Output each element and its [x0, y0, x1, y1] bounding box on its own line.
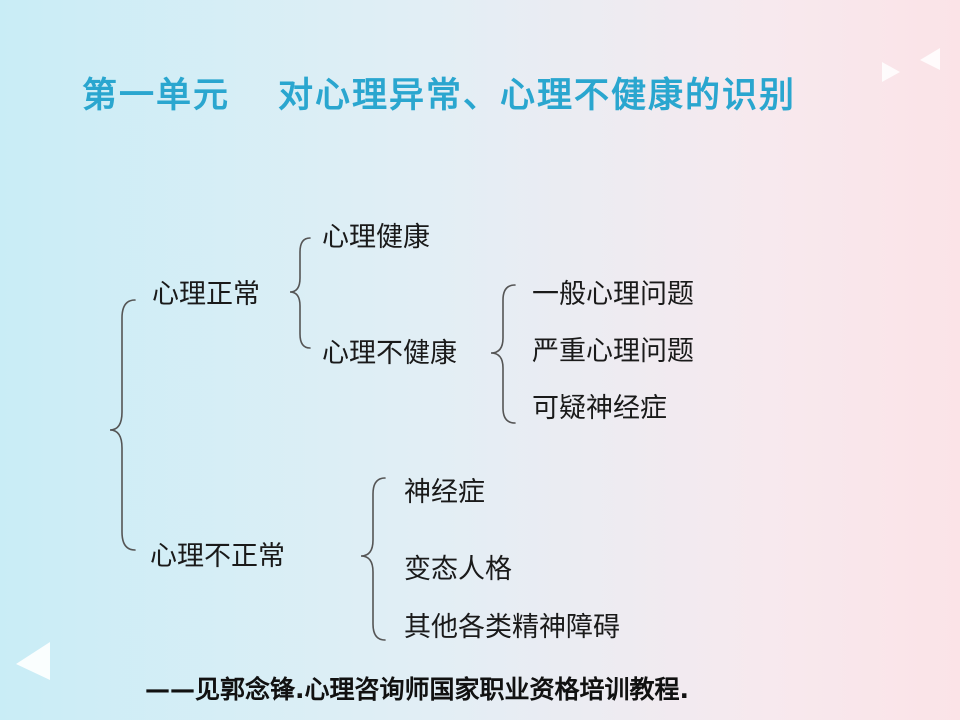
- slide-title: 第一单元 对心理异常、心理不健康的识别: [82, 72, 882, 120]
- node-normal: 心理正常: [152, 279, 260, 310]
- triangle-decoration-top-right: [882, 48, 940, 82]
- node-abnormal: 心理不正常: [150, 541, 285, 572]
- node-serious-problem: 严重心理问题: [532, 336, 694, 367]
- title-unit: 第一单元: [82, 76, 231, 116]
- node-neurosis: 神经症: [404, 477, 485, 508]
- title-text: 对心理异常、心理不健康的识别: [278, 76, 797, 116]
- citation: ——见郭念锋.心理咨询师国家职业资格培训教程.: [145, 675, 689, 704]
- node-mental-disorders: 其他各类精神障碍: [404, 612, 620, 643]
- brace-unhealthy: [490, 284, 516, 424]
- node-personality-disorder: 变态人格: [404, 554, 512, 585]
- node-healthy: 心理健康: [322, 222, 430, 253]
- triangle-decoration-bottom-left: [16, 642, 50, 680]
- brace-root: [109, 299, 136, 551]
- brace-abnormal: [360, 477, 386, 641]
- node-unhealthy: 心理不健康: [322, 338, 457, 369]
- brace-normal: [289, 237, 311, 349]
- node-suspected-neurosis: 可疑神经症: [532, 393, 667, 424]
- node-general-problem: 一般心理问题: [532, 279, 694, 310]
